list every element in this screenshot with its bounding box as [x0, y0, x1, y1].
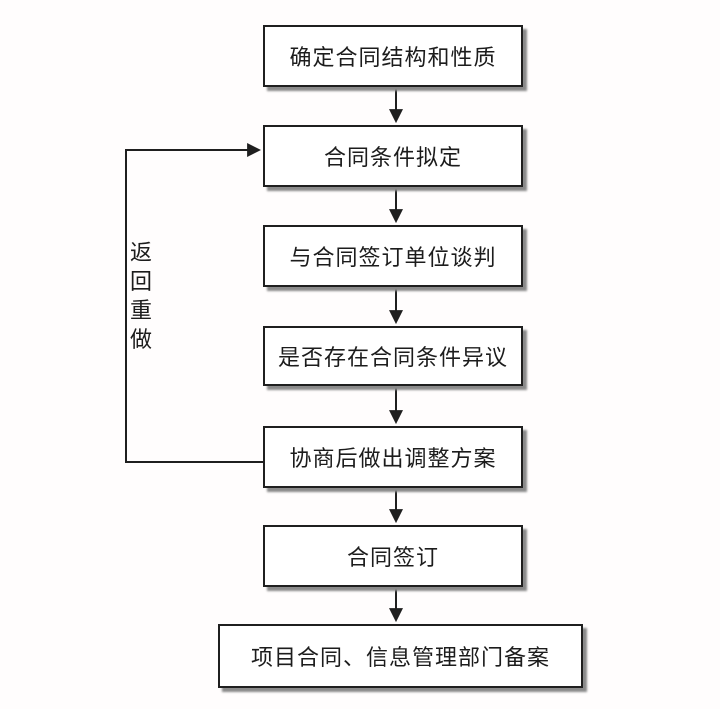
- flow-node-adjust-plan: 协商后做出调整方案: [263, 426, 523, 488]
- flow-node-negotiate: 与合同签订单位谈判: [263, 225, 523, 287]
- flow-node-sign-contract: 合同签订: [263, 525, 523, 587]
- flow-node-check-objection: 是否存在合同条件异议: [263, 326, 523, 386]
- node-label: 确定合同结构和性质: [289, 45, 497, 70]
- node-label: 与合同签订单位谈判: [289, 245, 497, 270]
- flow-node-draft-terms: 合同条件拟定: [263, 125, 523, 187]
- node-label: 协商后做出调整方案: [289, 446, 497, 471]
- node-label: 合同条件拟定: [323, 145, 462, 170]
- node-label: 合同签订: [346, 545, 439, 570]
- loop-back-label: 返回重做: [129, 240, 152, 352]
- node-label: 是否存在合同条件异议: [277, 345, 508, 370]
- edge-loop-back: [125, 143, 263, 463]
- node-label: 项目合同、信息管理部门备案: [250, 645, 550, 670]
- flow-node-confirm-structure: 确定合同结构和性质: [263, 25, 523, 87]
- flow-node-filing: 项目合同、信息管理部门备案: [218, 624, 583, 688]
